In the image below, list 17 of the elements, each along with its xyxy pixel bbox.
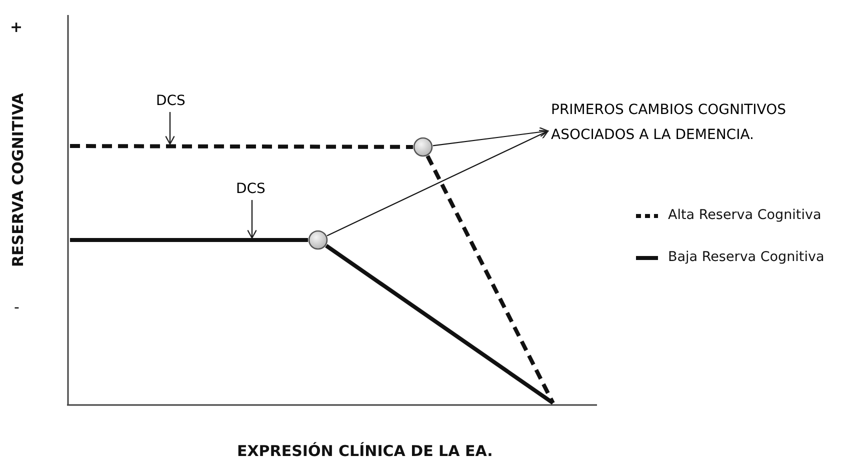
leader-arrow — [164, 112, 176, 145]
axis-end-label: + — [10, 18, 23, 36]
solid-curve-segment — [70, 238, 308, 242]
arrow — [326, 130, 549, 236]
arrow — [432, 126, 549, 146]
legend-label: Baja Reserva Cognitiva — [668, 249, 824, 265]
legend-label: Alta Reserva Cognitiva — [668, 207, 822, 223]
callout-label: DCS — [156, 93, 186, 110]
axis-end-label: - — [14, 298, 20, 316]
solid-curve-segment — [325, 244, 554, 405]
axis-title: RESERVA COGNITIVA — [9, 92, 28, 268]
callout-label: DCS — [236, 181, 266, 198]
dashed-curve-segment — [426, 155, 555, 404]
axis-title: EXPRESIÓN CLÍNICA DE LA EA. — [237, 442, 493, 460]
annotation-text: PRIMEROS CAMBIOS COGNITIVOS ASOCIADOS A LA DEMENCIA. — [551, 101, 787, 145]
dashed-curve-segment — [70, 144, 413, 149]
leader-arrow — [246, 200, 258, 239]
